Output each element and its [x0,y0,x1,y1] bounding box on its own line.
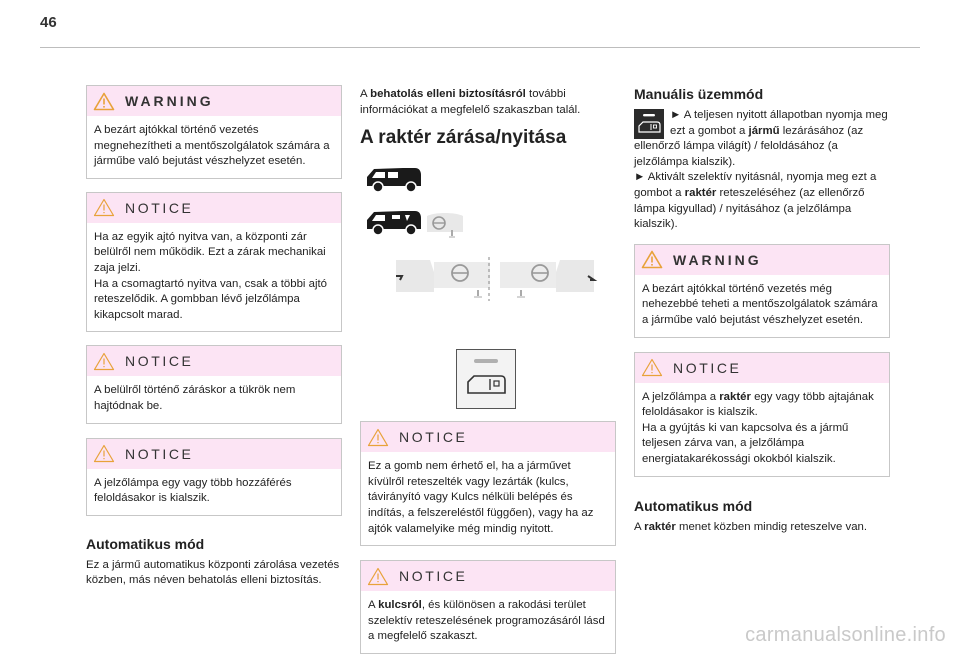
notice-text: A jelzőlámpa a raktér egy vagy több ajta… [642,390,874,419]
notice-text: Ez a gomb nem érhető el, ha a járművet k… [368,460,594,535]
warning-triangle-icon [93,199,115,217]
warning-text: A bezárt ajtókkal történő vezetés még ne… [642,282,878,326]
notice-text: Ha a gyújtás ki van kapcsolva és a jármű… [642,421,849,465]
notice-label: NOTICE [125,445,194,462]
warning-triangle-icon [641,250,663,269]
manual-mode-block: ► A teljesen nyitott állapotban nyomja m… [634,108,890,233]
notice-label: NOTICE [125,353,194,370]
page-title: A raktér zárása/nyitása [360,127,567,149]
warning-triangle-icon [367,428,389,446]
notice-label: NOTICE [673,359,742,376]
notice-text: Ha az egyik ajtó nyitva van, a központi … [94,230,326,274]
notice-box: NOTICE A belülről történő záráskor a tük… [86,345,342,424]
warning-triangle-icon [641,358,663,377]
open-door-icon [396,260,490,298]
warning-triangle-icon [93,352,115,370]
warning-box: WARNING A bezárt ajtókkal történő vezeté… [86,85,342,179]
illustration-group [360,149,616,410]
steering-lock-icon [427,213,463,238]
top-divider [40,47,920,48]
warning-triangle-icon [93,444,115,463]
watermark: carmanualsonline.info [745,624,946,646]
section-title: Manuális üzemmód [634,86,764,102]
warning-label: WARNING [125,93,214,109]
van-side-open-icon [367,211,421,236]
warning-label: WARNING [673,251,762,268]
notice-box: NOTICE A kulcsról, és különösen a rakodá… [360,560,616,654]
section-text: A raktér menet közben mindig reteszelve … [634,520,868,533]
warning-box: WARNING A bezárt ajtókkal történő vezeté… [634,243,890,338]
intro-text: A behatolás elleni biztosításról további… [360,88,581,116]
section-title: Automatikus mód [86,535,205,552]
notice-box: NOTICE A jelzőlámpa a raktér egy vagy tö… [634,351,890,477]
notice-label: NOTICE [125,199,194,216]
notice-text: A kulcsról, és különösen a rakodási terü… [368,599,605,643]
open-door-icon [500,260,598,298]
section-text: Ez a jármű automatikus központi zárolása… [86,558,340,587]
column-left: WARNING A bezárt ajtókkal történő vezeté… [86,85,342,589]
notice-text: Ha a csomagtartó nyitva van, csak a több… [94,277,327,321]
van-side-icon [367,168,421,193]
notice-label: NOTICE [399,429,468,446]
notice-box: NOTICE Ha az egyik ajtó nyitva van, a kö… [86,191,342,333]
intro-bold: behatolás elleni biztosításról [370,88,526,100]
notice-box: NOTICE A jelzőlámpa egy vagy több hozzáf… [86,437,342,516]
divider-dashed [488,257,490,302]
manual-text: ► A teljesen nyitott állapotban nyomja m… [634,109,888,168]
section-title: Automatikus mód [634,497,753,514]
notice-text: A jelzőlámpa egy vagy több hozzáférés fe… [94,476,292,505]
notice-text: A belülről történő záráskor a tükrök nem… [94,384,296,412]
warning-triangle-icon [367,567,389,585]
column-middle: A behatolás elleni biztosításról további… [360,87,616,668]
warning-triangle-icon [93,92,115,110]
notice-box: NOTICE Ez a gomb nem érhető el, ha a jár… [360,421,616,547]
door-lock-button-icon[interactable] [456,349,516,410]
column-right: Manuális üzemmód ► A teljesen nyitott ál… [634,86,890,535]
warning-text: A bezárt ajtókkal történő vezetés megneh… [94,124,330,168]
manual-text: ► Aktivált szelektív nyitásnál, nyomja m… [634,171,877,231]
page-number: 46 [40,14,57,31]
notice-label: NOTICE [399,568,468,585]
door-lock-button-icon [634,109,664,139]
